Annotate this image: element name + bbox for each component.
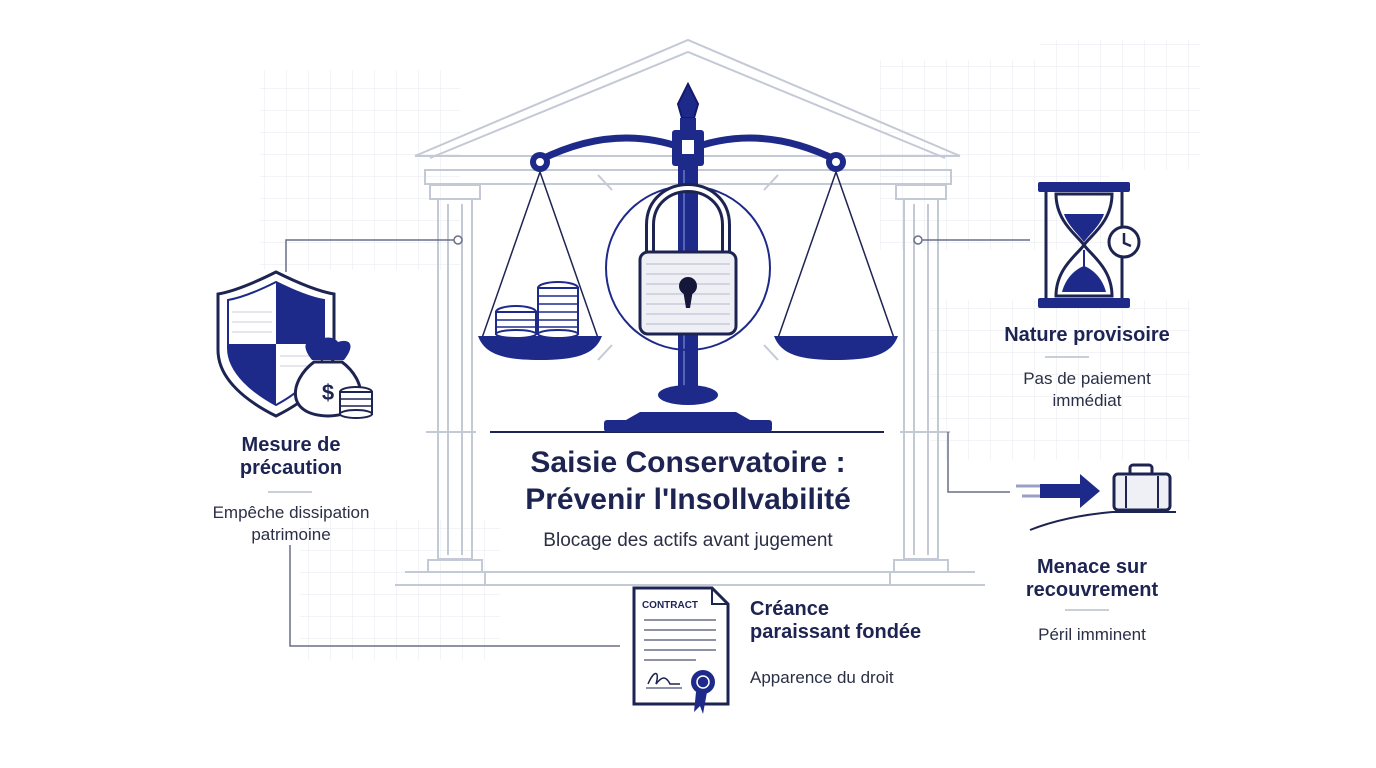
node-creance: Créance paraissant fondée (750, 598, 970, 644)
node-precaution: Mesure de précaution (196, 434, 386, 480)
provisoire-desc-1: Pas de paiement (1023, 369, 1151, 388)
svg-text:CONTRACT: CONTRACT (642, 600, 698, 611)
svg-text:$: $ (322, 380, 334, 405)
dividers (268, 356, 1109, 611)
connector-lines (285, 235, 1030, 647)
menace-heading-1: Menace sur (1036, 556, 1148, 578)
money-bag-icon: $ (293, 337, 373, 419)
menace-heading-2: recouvrement (1025, 579, 1159, 601)
node-menace-desc: Péril imminent (992, 624, 1192, 646)
creance-heading-1: Créance (750, 598, 829, 620)
precaution-desc-1: Empêche dissipation (212, 503, 370, 522)
node-provisoire-desc: Pas de paiement immédiat (982, 368, 1192, 412)
menace-desc: Péril imminent (1038, 625, 1146, 644)
background-grid (260, 40, 1200, 660)
main-subtitle: Blocage des actifs avant jugement (543, 530, 833, 551)
node-precaution-desc: Empêche dissipation patrimoine (186, 502, 396, 546)
provisoire-desc-2: immédiat (1052, 391, 1122, 410)
clock-icon (1107, 225, 1141, 259)
creance-desc: Apparence du droit (750, 668, 894, 687)
title-line-2: Prévenir l'Insollvabilité (525, 483, 851, 516)
node-menace: Menace sur recouvrement (992, 556, 1192, 602)
contract-document-icon: CONTRACT (632, 586, 730, 714)
padlock-icon (605, 182, 771, 351)
node-provisoire: Nature provisoire (972, 324, 1202, 347)
creance-heading-2: paraissant fondée (750, 621, 922, 643)
precaution-heading-1: Mesure de (241, 434, 341, 456)
precaution-heading-2: précaution (239, 457, 343, 479)
briefcase-icon (1112, 463, 1172, 512)
provisoire-heading: Nature provisoire (1004, 324, 1170, 346)
arrow-icon (1016, 474, 1176, 531)
title-line-1: Saisie Conservatoire : (530, 446, 846, 479)
main-title: Saisie Conservatoire : Prévenir l'Insoll… (480, 444, 896, 518)
precaution-desc-2: patrimoine (251, 525, 331, 544)
node-creance-desc: Apparence du droit (750, 667, 970, 689)
